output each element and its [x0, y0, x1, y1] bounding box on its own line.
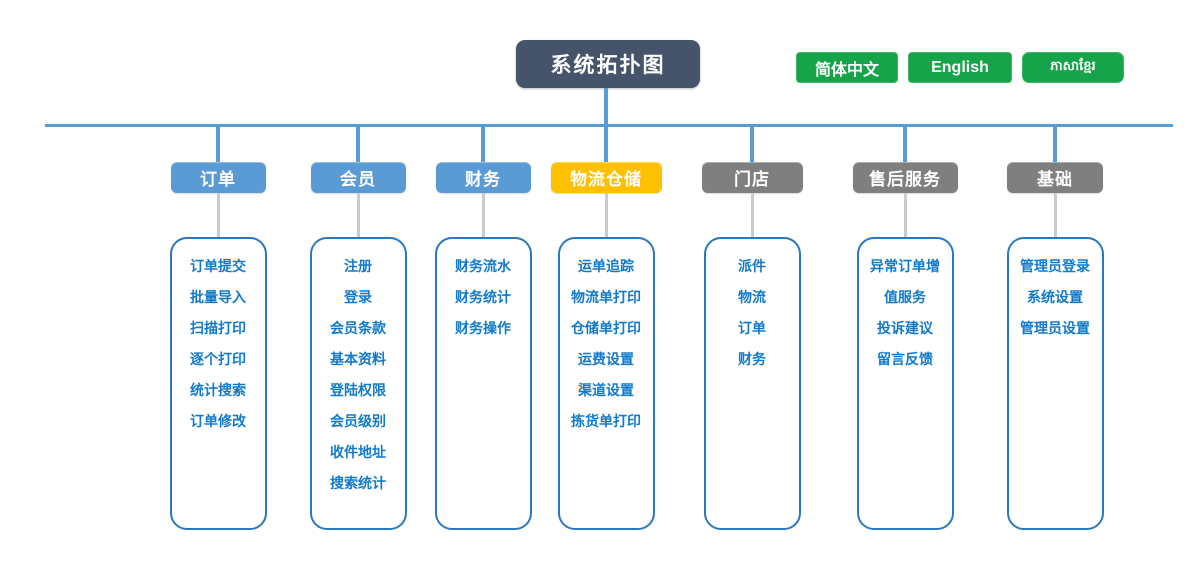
branch-header-label: 基础: [1037, 170, 1073, 189]
branch-header-label: 财务: [465, 170, 501, 189]
diagram-title: 系统拓扑图: [516, 40, 700, 88]
branch-header-finance[interactable]: 财务: [435, 162, 531, 193]
branch-item-finance[interactable]: 财务统计: [455, 289, 511, 305]
branch-item-stores[interactable]: 派件: [738, 258, 766, 274]
branch-list-stores: 派件物流订单财务: [703, 237, 801, 530]
branch-item-logistics-warehouse[interactable]: 运费设置: [578, 351, 634, 367]
branch-item-finance[interactable]: 财务操作: [455, 320, 511, 336]
branch-list-logistics-warehouse: 运单追踪物流单打印仓储单打印运费设置渠道设置拣货单打印: [557, 237, 655, 530]
branch-item-members[interactable]: 会员条款: [330, 320, 386, 336]
branch-item-logistics-warehouse[interactable]: 物流单打印: [571, 289, 641, 305]
connector-header-to-list-stores: [750, 193, 754, 237]
connector-trunk-to-basic: [1053, 127, 1057, 163]
branch-item-orders[interactable]: 扫描打印: [190, 320, 246, 336]
branch-item-logistics-warehouse[interactable]: 运单追踪: [578, 258, 634, 274]
connector-trunk-to-after-sales: [903, 127, 907, 163]
connector-header-to-list-members: [356, 193, 360, 237]
branch-list-orders: 订单提交批量导入扫描打印逐个打印统计搜索订单修改: [169, 237, 267, 530]
lang-button-khmer[interactable]: ភាសាខ្មែរ: [1022, 52, 1124, 83]
branch-item-after-sales[interactable]: 投诉建议: [877, 320, 933, 336]
connector-trunk-to-orders: [216, 127, 220, 163]
branch-header-stores[interactable]: 门店: [701, 162, 803, 193]
branch-item-logistics-warehouse[interactable]: 仓储单打印: [571, 320, 641, 336]
branch-item-basic[interactable]: 管理员登录: [1020, 258, 1090, 274]
connector-header-to-list-basic: [1053, 193, 1057, 237]
branch-item-after-sales[interactable]: 值服务: [884, 289, 926, 305]
branch-item-logistics-warehouse[interactable]: 渠道设置: [578, 382, 634, 398]
branch-header-logistics-warehouse[interactable]: 物流仓储: [550, 162, 662, 193]
branch-header-label: 门店: [734, 170, 770, 189]
branch-header-label: 物流仓储: [570, 170, 642, 189]
branch-item-orders[interactable]: 统计搜索: [190, 382, 246, 398]
connector-trunk-to-finance: [481, 127, 485, 163]
trunk-line: [45, 124, 1173, 127]
branch-list-basic: 管理员登录系统设置管理员设置: [1006, 237, 1104, 530]
branch-item-members[interactable]: 收件地址: [330, 444, 386, 460]
lang-button-english[interactable]: English: [908, 52, 1012, 83]
connector-trunk-to-stores: [750, 127, 754, 163]
branch-item-members[interactable]: 搜索统计: [330, 475, 386, 491]
branch-header-orders[interactable]: 订单: [170, 162, 266, 193]
branch-item-after-sales[interactable]: 异常订单增: [870, 258, 940, 274]
branch-item-basic[interactable]: 管理员设置: [1020, 320, 1090, 336]
lang-button-simplified-chinese[interactable]: 简体中文: [796, 52, 898, 83]
title-connector-line: [604, 88, 608, 126]
connector-header-to-list-orders: [216, 193, 220, 237]
connector-trunk-to-logistics-warehouse: [604, 127, 608, 163]
branch-item-stores[interactable]: 财务: [738, 351, 766, 367]
branch-item-members[interactable]: 登陆权限: [330, 382, 386, 398]
branch-item-basic[interactable]: 系统设置: [1027, 289, 1083, 305]
branch-list-after-sales: 异常订单增值服务投诉建议留言反馈: [856, 237, 954, 530]
branch-list-members: 注册登录会员条款基本资料登陆权限会员级别收件地址搜索统计: [309, 237, 407, 530]
branch-item-orders[interactable]: 批量导入: [190, 289, 246, 305]
branch-list-finance: 财务流水财务统计财务操作: [434, 237, 532, 530]
branch-item-orders[interactable]: 订单提交: [190, 258, 246, 274]
branch-item-members[interactable]: 登录: [344, 289, 372, 305]
branch-item-members[interactable]: 注册: [344, 258, 372, 274]
connector-trunk-to-members: [356, 127, 360, 163]
branch-item-after-sales[interactable]: 留言反馈: [877, 351, 933, 367]
branch-header-after-sales[interactable]: 售后服务: [852, 162, 958, 193]
branch-item-logistics-warehouse[interactable]: 拣货单打印: [571, 413, 641, 429]
branch-item-members[interactable]: 会员级别: [330, 413, 386, 429]
branch-header-basic[interactable]: 基础: [1007, 162, 1103, 193]
branch-item-members[interactable]: 基本资料: [330, 351, 386, 367]
language-bar: 简体中文 English ភាសាខ្មែរ: [796, 52, 1124, 83]
connector-header-to-list-finance: [481, 193, 485, 237]
branch-header-label: 售后服务: [869, 170, 941, 189]
branch-item-stores[interactable]: 物流: [738, 289, 766, 305]
diagram-title-label: 系统拓扑图: [550, 54, 666, 77]
branch-item-finance[interactable]: 财务流水: [455, 258, 511, 274]
connector-header-to-list-logistics-warehouse: [604, 193, 608, 237]
branch-header-label: 会员: [340, 170, 376, 189]
branch-item-stores[interactable]: 订单: [738, 320, 766, 336]
connector-header-to-list-after-sales: [903, 193, 907, 237]
branch-item-orders[interactable]: 逐个打印: [190, 351, 246, 367]
branch-header-label: 订单: [200, 170, 236, 189]
branch-header-members[interactable]: 会员: [310, 162, 406, 193]
branch-item-orders[interactable]: 订单修改: [190, 413, 246, 429]
